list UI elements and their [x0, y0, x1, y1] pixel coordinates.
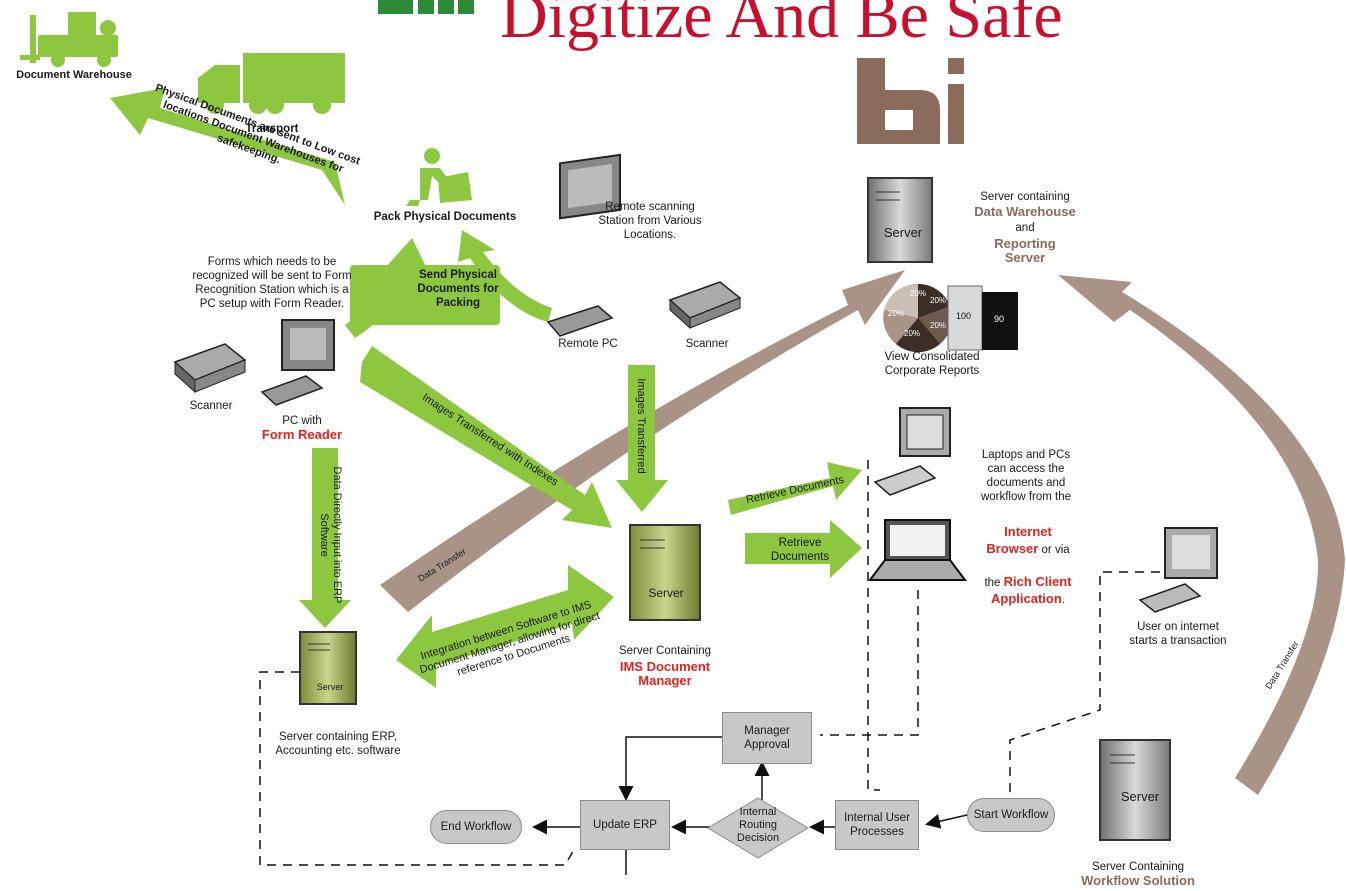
form-reader-pc-icon: [260, 319, 335, 406]
remote-pc-icon: [546, 153, 621, 337]
tagline-title: Digitize And Be Safe: [500, 0, 1063, 52]
workflow-arrows: [532, 736, 968, 875]
form-reader-label: Form Reader: [261, 427, 343, 442]
ims-server-caption: Server Containing: [618, 645, 712, 657]
report-pie-icon: 20% 20% 20% 20% 20%: [883, 283, 953, 353]
start-workflow-node[interactable]: Start Workflow: [967, 798, 1055, 832]
server-label: Server: [883, 225, 923, 240]
the-label: the: [984, 577, 1004, 589]
local-scanner-label: Scanner: [189, 400, 233, 412]
images-transferred-arrow-label: Images Transferred: [635, 378, 647, 474]
data-direct-arrow-label: Data Directly Input into ERP Software: [318, 466, 343, 604]
brand-logo-icon: [378, 0, 474, 14]
user-pc-icon: [1138, 527, 1218, 613]
physical-docs-arrow: [110, 88, 345, 205]
remote-station-label: Remote scanning Station from Various Loc…: [598, 201, 702, 241]
laptop-icon: [868, 519, 967, 581]
pc-with-label: PC with: [282, 415, 322, 427]
reports-caption: View Consolidated Corporate Reports: [884, 351, 980, 377]
retrieve-arrow-2: [745, 520, 862, 578]
laptops-caption: Laptops and PCs can access the documents…: [980, 449, 1072, 503]
erp-server-text: Server: [316, 682, 344, 692]
reporting-server-label: Reporting Server: [994, 236, 1056, 265]
dw-and-label: and: [1015, 222, 1035, 234]
images-transferred-arrow: [616, 365, 668, 512]
remote-scanner-label: Scanner: [685, 338, 729, 350]
workflow-solution-label: Workflow Solution: [1081, 873, 1195, 888]
transport-label: Transport: [245, 123, 299, 135]
update-erp-node[interactable]: Update ERP: [580, 800, 670, 850]
bar-label: 100: [956, 311, 971, 321]
internet-browser-label: Internet Browser: [986, 524, 1052, 556]
pie-label: 20%: [930, 296, 946, 305]
dashed-connectors: [259, 460, 1160, 866]
erp-server-icon: [299, 631, 357, 705]
end-workflow-node[interactable]: End Workflow: [430, 810, 522, 844]
dw-server-caption: Server containing: [980, 191, 1070, 203]
truck-icon: [198, 53, 345, 114]
routing-decision-diamond[interactable]: [707, 797, 809, 859]
or-via-label: or via: [1038, 544, 1070, 556]
send-physical-arrow-label: Send Physical Documents for Packing: [417, 269, 499, 309]
pie-label: 20%: [910, 289, 926, 298]
data-direct-arrow: [299, 448, 351, 628]
laptops-access-caption: Internet Browser or via the Rich Client …: [966, 508, 1090, 608]
client-pc-icon: [873, 407, 951, 496]
pie-label: 20%: [888, 309, 904, 318]
local-scanner-icon: [173, 343, 247, 394]
bi-logo-icon: [857, 58, 964, 144]
send-physical-arrow-right: [458, 230, 552, 322]
images-indexes-arrow: [360, 346, 612, 528]
ims-document-manager-label: IMS Document Manager: [619, 659, 711, 688]
workflow-server-caption: Server Containing: [1091, 861, 1185, 873]
document-warehouse-label: Document Warehouse: [16, 69, 132, 81]
ims-server-text: Server: [648, 586, 684, 600]
integration-arrow: [396, 565, 614, 688]
report-bars-icon: 100 90: [947, 285, 1018, 351]
user-internet-caption: User on internet starts a transaction: [1129, 621, 1227, 647]
forklift-icon: [20, 12, 118, 67]
retrieve-arrow-2-label: Retrieve Documents: [770, 537, 830, 563]
internal-user-node[interactable]: Internal User Processes: [835, 800, 919, 850]
dw-server-icon: [867, 177, 933, 263]
retrieve-arrow-1: [728, 462, 862, 515]
dot-label: .: [1061, 594, 1065, 606]
workflow-server-text: Server: [1120, 789, 1160, 804]
bar-label: 90: [994, 314, 1004, 324]
ims-server-icon: [629, 524, 701, 621]
remote-pc-label: Remote PC: [558, 338, 618, 350]
routing-decision-label: Internal Routing Decision: [736, 806, 780, 844]
erp-server-caption: Server containing ERP, Accounting etc. s…: [275, 731, 401, 757]
manager-approval-node[interactable]: Manager Approval: [722, 712, 812, 764]
pie-label: 20%: [930, 321, 946, 330]
pack-documents-label: Pack Physical Documents: [373, 211, 517, 223]
remote-scanner-icon: [668, 281, 742, 330]
pack-person-icon: [406, 148, 472, 206]
workflow-server-icon: [1099, 739, 1171, 841]
forms-note-label: Forms which needs to be recognized will …: [192, 256, 352, 310]
data-warehouse-label: Data Warehouse: [974, 204, 1076, 219]
rich-client-label: Rich Client Application: [991, 574, 1072, 606]
pie-label: 20%: [904, 329, 920, 338]
